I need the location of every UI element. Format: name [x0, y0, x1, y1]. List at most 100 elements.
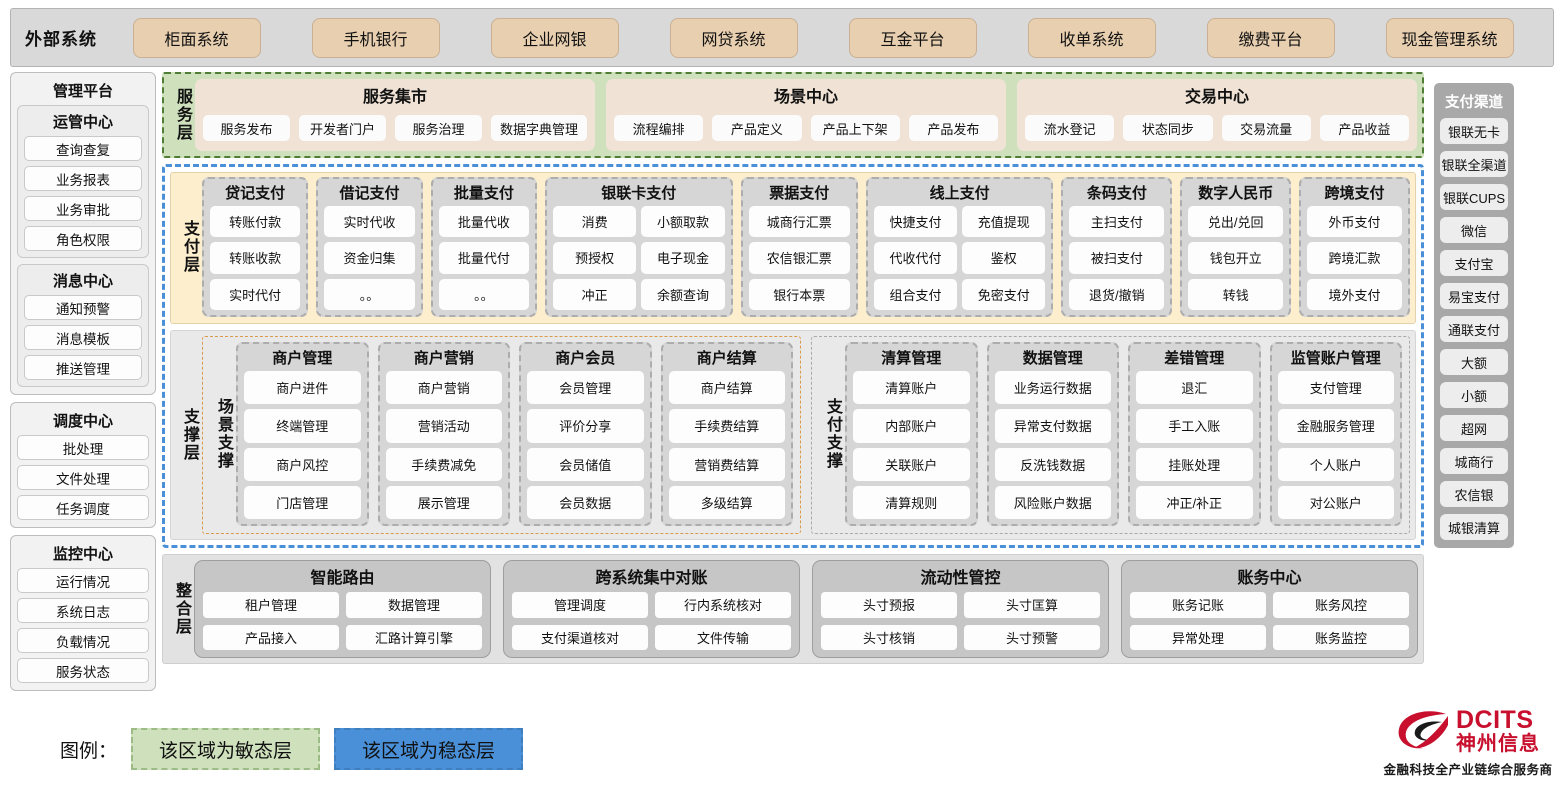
payment-item[interactable]: 批量代收 — [438, 206, 529, 238]
support-item[interactable]: 多级结算 — [668, 485, 785, 519]
service-item[interactable]: 流程编排 — [614, 115, 704, 141]
payment-item[interactable]: 农信银汇票 — [748, 242, 850, 274]
integration-item[interactable]: 产品接入 — [203, 624, 339, 650]
payment-item[interactable]: 实时代付 — [210, 278, 301, 310]
service-item[interactable]: 状态同步 — [1123, 115, 1213, 141]
management-item[interactable]: 查询查复 — [24, 136, 142, 161]
payment-channel-item[interactable]: 易宝支付 — [1440, 283, 1508, 309]
integration-item[interactable]: 异常处理 — [1130, 624, 1266, 650]
management-item[interactable]: 消息模板 — [24, 325, 142, 350]
integration-item[interactable]: 账务风控 — [1273, 592, 1409, 618]
integration-item[interactable]: 行内系统核对 — [655, 592, 791, 618]
payment-item[interactable]: 免密支付 — [962, 278, 1046, 310]
payment-channel-item[interactable]: 小额 — [1440, 382, 1508, 408]
payment-channel-item[interactable]: 农信银 — [1440, 481, 1508, 507]
payment-channel-item[interactable]: 城银清算 — [1440, 514, 1508, 540]
payment-item[interactable]: 转账收款 — [210, 242, 301, 274]
support-item[interactable]: 手续费结算 — [668, 409, 785, 443]
payment-item[interactable]: 外币支付 — [1307, 206, 1402, 238]
payment-item[interactable]: 预授权 — [552, 242, 637, 274]
integration-item[interactable]: 文件传输 — [655, 624, 791, 650]
integration-item[interactable]: 头寸预警 — [964, 624, 1100, 650]
support-item[interactable]: 业务运行数据 — [994, 371, 1111, 405]
payment-item[interactable]: 境外支付 — [1307, 278, 1402, 310]
external-system-chip[interactable]: 互金平台 — [848, 17, 977, 58]
external-system-chip[interactable]: 手机银行 — [311, 17, 440, 58]
integration-item[interactable]: 账务监控 — [1273, 624, 1409, 650]
service-item[interactable]: 流水登记 — [1025, 115, 1115, 141]
management-item[interactable]: 系统日志 — [17, 598, 149, 623]
payment-item[interactable]: 小额取款 — [641, 206, 725, 238]
service-item[interactable]: 产品定义 — [712, 115, 802, 141]
support-item[interactable]: 清算账户 — [853, 371, 970, 405]
support-item[interactable]: 清算规则 — [853, 485, 970, 519]
payment-channel-item[interactable]: 超网 — [1440, 415, 1508, 441]
payment-channel-item[interactable]: 银联无卡 — [1440, 118, 1508, 144]
external-system-chip[interactable]: 企业网银 — [490, 17, 619, 58]
support-item[interactable]: 会员管理 — [527, 371, 644, 405]
support-item[interactable]: 营销活动 — [385, 409, 502, 443]
external-system-chip[interactable]: 现金管理系统 — [1385, 17, 1514, 58]
support-item[interactable]: 商户风控 — [244, 447, 361, 481]
management-item[interactable]: 服务状态 — [17, 658, 149, 683]
management-item[interactable]: 通知预警 — [24, 295, 142, 320]
integration-item[interactable]: 头寸核销 — [821, 624, 957, 650]
payment-item[interactable]: 。。 — [438, 278, 529, 310]
payment-item[interactable]: 转账付款 — [210, 206, 301, 238]
payment-item[interactable]: 跨境汇款 — [1307, 242, 1402, 274]
management-item[interactable]: 运行情况 — [17, 568, 149, 593]
integration-item[interactable]: 支付渠道核对 — [512, 624, 648, 650]
payment-channel-item[interactable]: 微信 — [1440, 217, 1508, 243]
payment-channel-item[interactable]: 银联全渠道 — [1440, 151, 1508, 177]
management-item[interactable]: 业务审批 — [24, 196, 142, 221]
support-item[interactable]: 退汇 — [1136, 371, 1253, 405]
payment-item[interactable]: 批量代付 — [438, 242, 529, 274]
support-item[interactable]: 风险账户数据 — [994, 485, 1111, 519]
payment-item[interactable]: 钱包开立 — [1188, 242, 1284, 274]
payment-item[interactable]: 余额查询 — [641, 278, 725, 310]
service-item[interactable]: 服务治理 — [395, 115, 482, 141]
support-item[interactable]: 商户营销 — [385, 371, 502, 405]
service-item[interactable]: 产品上下架 — [810, 115, 900, 141]
integration-item[interactable]: 管理调度 — [512, 592, 648, 618]
management-item[interactable]: 角色权限 — [24, 226, 142, 251]
service-item[interactable]: 服务发布 — [203, 115, 290, 141]
service-item[interactable]: 产品收益 — [1319, 115, 1409, 141]
payment-item[interactable]: 被扫支付 — [1069, 242, 1165, 274]
support-item[interactable]: 关联账户 — [853, 447, 970, 481]
support-item[interactable]: 对公账户 — [1277, 485, 1394, 519]
support-item[interactable]: 展示管理 — [385, 485, 502, 519]
support-item[interactable]: 商户进件 — [244, 371, 361, 405]
payment-item[interactable]: 转钱 — [1188, 278, 1284, 310]
support-item[interactable]: 手续费减免 — [385, 447, 502, 481]
payment-item[interactable]: 消费 — [552, 206, 637, 238]
payment-item[interactable]: 组合支付 — [873, 278, 958, 310]
support-item[interactable]: 终端管理 — [244, 409, 361, 443]
integration-item[interactable]: 汇路计算引擎 — [346, 624, 482, 650]
support-item[interactable]: 个人账户 — [1277, 447, 1394, 481]
service-item[interactable]: 交易流量 — [1221, 115, 1311, 141]
payment-item[interactable]: 鉴权 — [962, 242, 1046, 274]
support-item[interactable]: 异常支付数据 — [994, 409, 1111, 443]
support-item[interactable]: 冲正/补正 — [1136, 485, 1253, 519]
payment-item[interactable]: 充值提现 — [962, 206, 1046, 238]
support-item[interactable]: 反洗钱数据 — [994, 447, 1111, 481]
payment-channel-item[interactable]: 大额 — [1440, 349, 1508, 375]
support-item[interactable]: 支付管理 — [1277, 371, 1394, 405]
integration-item[interactable]: 头寸匡算 — [964, 592, 1100, 618]
payment-channel-item[interactable]: 银联CUPS — [1440, 184, 1508, 210]
payment-channel-item[interactable]: 城商行 — [1440, 448, 1508, 474]
payment-item[interactable]: 电子现金 — [641, 242, 725, 274]
external-system-chip[interactable]: 网贷系统 — [669, 17, 798, 58]
service-item[interactable]: 数据字典管理 — [491, 115, 588, 141]
payment-item[interactable]: 。。 — [324, 278, 415, 310]
payment-item[interactable]: 城商行汇票 — [748, 206, 850, 238]
support-item[interactable]: 手工入账 — [1136, 409, 1253, 443]
support-item[interactable]: 金融服务管理 — [1277, 409, 1394, 443]
integration-item[interactable]: 头寸预报 — [821, 592, 957, 618]
management-item[interactable]: 推送管理 — [24, 355, 142, 380]
support-item[interactable]: 会员数据 — [527, 485, 644, 519]
external-system-chip[interactable]: 缴费平台 — [1206, 17, 1335, 58]
payment-channel-item[interactable]: 通联支付 — [1440, 316, 1508, 342]
integration-item[interactable]: 账务记账 — [1130, 592, 1266, 618]
